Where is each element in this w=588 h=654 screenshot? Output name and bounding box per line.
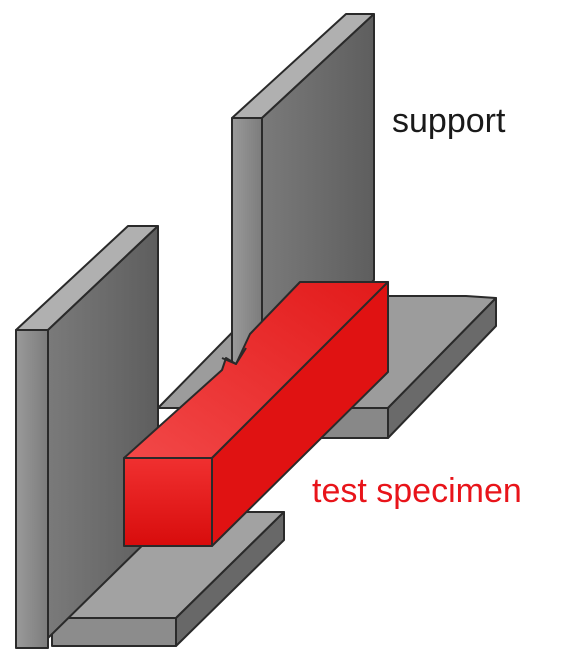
test-specimen	[123, 281, 389, 547]
test-specimen-label: test specimen	[312, 472, 522, 510]
specimen-notch	[221, 347, 247, 365]
specimen-end-face	[123, 457, 213, 547]
front-support-wall-front	[15, 329, 49, 649]
support-label: support	[392, 102, 506, 140]
front-support-base-front	[51, 617, 177, 647]
